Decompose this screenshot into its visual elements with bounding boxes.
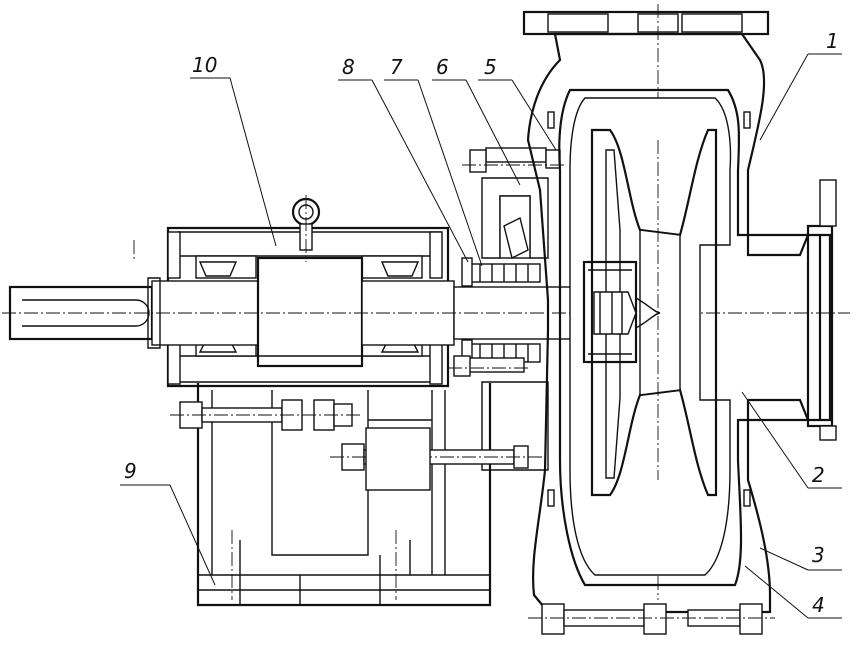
pedestal-frame	[170, 383, 492, 607]
frame-plate	[330, 177, 549, 491]
shaft	[2, 256, 850, 368]
callout-7: 7	[390, 55, 403, 79]
callout-6: 6	[436, 55, 449, 79]
callout-3: 3	[812, 543, 825, 567]
callout-labels: 1 2 3 4 5 6 7 8 9 10	[124, 29, 839, 617]
callout-2: 2	[812, 463, 825, 487]
callout-10: 10	[192, 53, 217, 77]
callout-leaders	[120, 53, 842, 619]
impeller	[582, 128, 718, 497]
callout-1: 1	[826, 29, 839, 53]
callout-5: 5	[484, 55, 497, 79]
callout-9: 9	[124, 459, 137, 483]
stuffing-box	[448, 147, 565, 377]
callout-4: 4	[812, 593, 825, 617]
callout-8: 8	[342, 55, 355, 79]
